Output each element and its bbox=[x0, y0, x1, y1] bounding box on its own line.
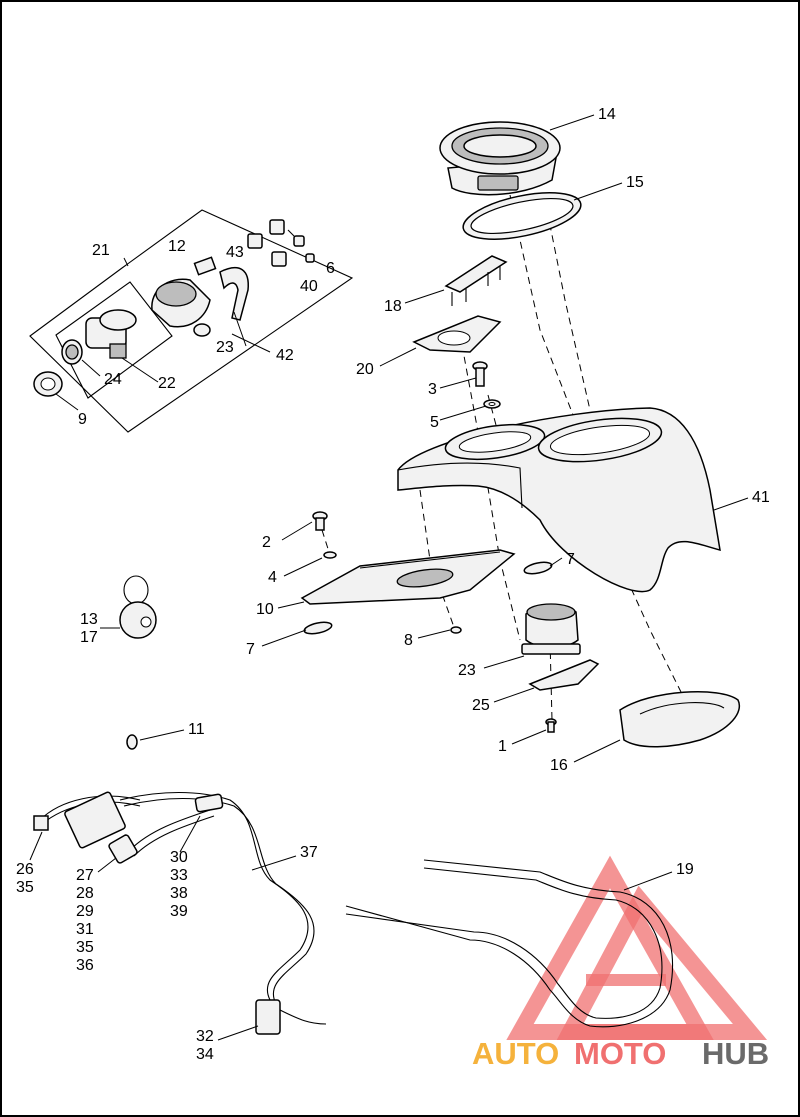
gasket-plate bbox=[412, 315, 502, 353]
callout-38: 38 bbox=[170, 885, 188, 902]
callout-37: 37 bbox=[300, 844, 318, 861]
bracket-42 bbox=[219, 267, 249, 321]
callout-13: 13 bbox=[80, 611, 98, 628]
callout-19: 19 bbox=[676, 861, 694, 878]
screw-2 bbox=[312, 511, 328, 531]
connectors-43-40-6 bbox=[247, 219, 315, 267]
callout-24: 24 bbox=[104, 371, 122, 388]
callout-1: 1 bbox=[498, 738, 507, 755]
callout-23-upper: 23 bbox=[216, 339, 234, 356]
washer-4 bbox=[323, 551, 337, 559]
callout-40: 40 bbox=[300, 278, 318, 295]
callout-43: 43 bbox=[226, 244, 244, 261]
nut-8 bbox=[450, 626, 462, 634]
callout-7-left: 7 bbox=[246, 641, 255, 658]
callout-7-right: 7 bbox=[566, 551, 575, 568]
screw-3 bbox=[472, 361, 488, 387]
callout-labels: 14 15 21 12 43 6 40 18 20 3 5 23 42 24 2… bbox=[16, 106, 770, 1063]
bezel-9 bbox=[33, 371, 63, 397]
watermark-logo: AUTO MOTO HUB bbox=[472, 855, 769, 1071]
callout-8: 8 bbox=[404, 632, 413, 649]
callout-30: 30 bbox=[170, 849, 188, 866]
callout-35-mid: 35 bbox=[76, 939, 94, 956]
callout-26: 26 bbox=[16, 861, 34, 878]
screw-1 bbox=[545, 718, 557, 733]
gauge-gasket-ring bbox=[462, 192, 582, 240]
callout-3: 3 bbox=[428, 381, 437, 398]
callout-12: 12 bbox=[168, 238, 186, 255]
callout-36: 36 bbox=[76, 957, 94, 974]
watermark-auto: AUTO bbox=[472, 1036, 559, 1071]
watermark-hub: HUB bbox=[702, 1036, 769, 1071]
callout-18: 18 bbox=[384, 298, 402, 315]
console-housing bbox=[397, 407, 721, 593]
callout-39: 39 bbox=[170, 903, 188, 920]
clip-7-right bbox=[523, 561, 553, 575]
washer-5 bbox=[483, 399, 501, 409]
callout-22: 22 bbox=[158, 375, 176, 392]
callout-42: 42 bbox=[276, 347, 294, 364]
callout-32: 32 bbox=[196, 1028, 214, 1045]
weatherstrip-19 bbox=[345, 859, 674, 1028]
watermark-moto: MOTO bbox=[574, 1036, 666, 1071]
base-plate bbox=[300, 549, 516, 605]
callout-20: 20 bbox=[356, 361, 374, 378]
lock-cylinder-24 bbox=[61, 339, 83, 365]
module-23-lower bbox=[521, 603, 581, 655]
callout-15: 15 bbox=[626, 174, 644, 191]
ignition-switch-22 bbox=[85, 309, 137, 359]
callout-11: 11 bbox=[188, 721, 205, 738]
switch-module-23-upper bbox=[151, 278, 211, 337]
speedometer-gauge bbox=[439, 121, 561, 196]
callout-27: 27 bbox=[76, 867, 94, 884]
key-tag bbox=[119, 575, 157, 639]
callout-31: 31 bbox=[76, 921, 94, 938]
clip-12 bbox=[193, 256, 217, 276]
mounting-bracket bbox=[444, 255, 508, 306]
bulb-11 bbox=[126, 734, 138, 750]
callout-29: 29 bbox=[76, 903, 94, 920]
callout-6: 6 bbox=[326, 260, 335, 277]
leader-lines bbox=[29, 114, 749, 1041]
callout-21: 21 bbox=[92, 242, 110, 259]
callout-28: 28 bbox=[76, 885, 94, 902]
callout-33: 33 bbox=[170, 867, 188, 884]
bracket-25 bbox=[528, 659, 600, 691]
callout-4: 4 bbox=[268, 569, 277, 586]
callout-10: 10 bbox=[256, 601, 274, 618]
callout-25: 25 bbox=[472, 697, 490, 714]
callout-9: 9 bbox=[78, 411, 87, 428]
callout-16: 16 bbox=[550, 757, 568, 774]
callout-35-left: 35 bbox=[16, 879, 34, 896]
callout-23-lower: 23 bbox=[458, 662, 476, 679]
callout-34: 34 bbox=[196, 1046, 214, 1063]
clip-7-left bbox=[303, 621, 333, 635]
callout-14: 14 bbox=[598, 106, 616, 123]
lower-trim bbox=[619, 690, 741, 748]
wiring-harness bbox=[33, 791, 327, 1035]
callout-2: 2 bbox=[262, 534, 271, 551]
callout-5: 5 bbox=[430, 414, 439, 431]
callout-17: 17 bbox=[80, 629, 98, 646]
callout-41: 41 bbox=[752, 489, 770, 506]
